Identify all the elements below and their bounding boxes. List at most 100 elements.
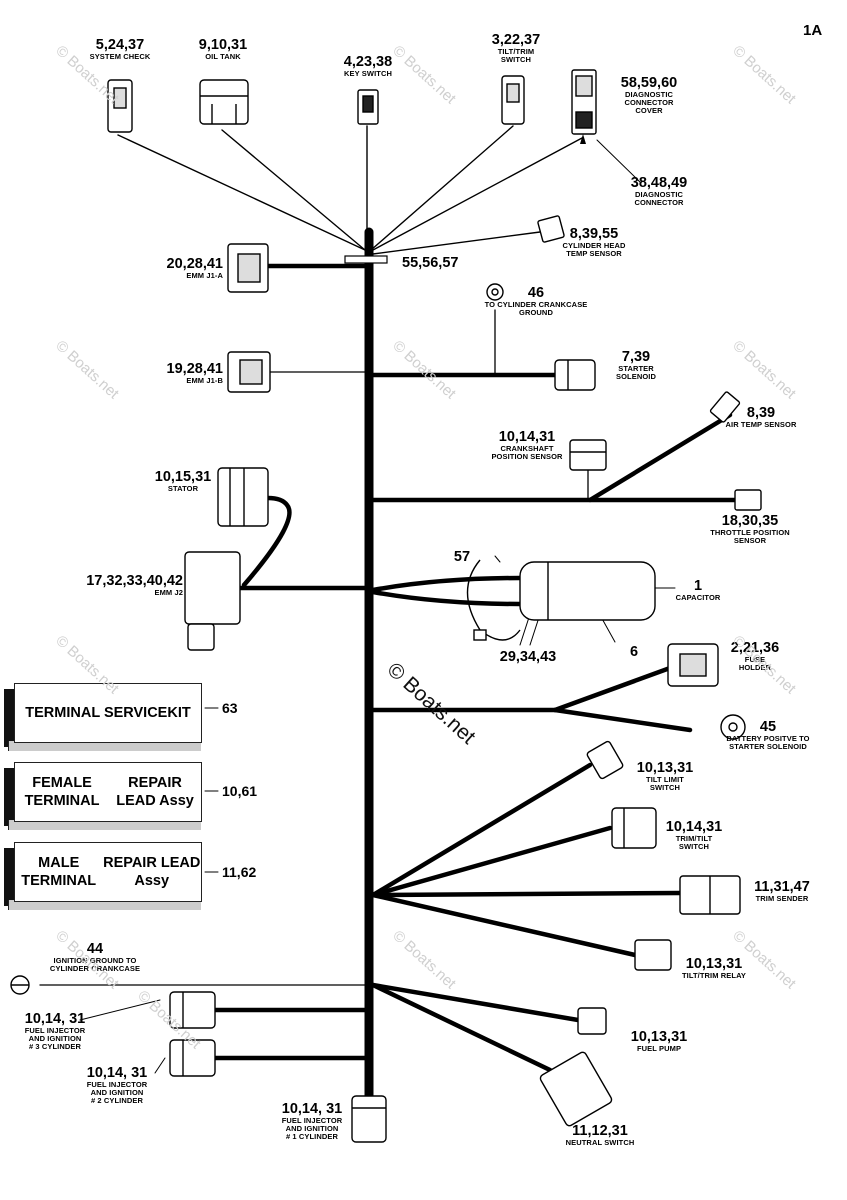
callout-ref-numbers: 58,59,60: [620, 75, 678, 91]
callout-description: TILT/TRIM: [497, 47, 535, 57]
callout-description: SENSOR: [733, 536, 767, 546]
callout-description: HOLDER: [738, 663, 772, 673]
callout-ref-numbers: 10,13,31: [685, 956, 743, 972]
callout-ref-numbers: 17,32,33,40,42: [86, 573, 183, 589]
harness-clamp: [344, 255, 388, 264]
callout-description: NEUTRAL SWITCH: [565, 1138, 635, 1148]
callout-ref-numbers: 10,13,31: [630, 1029, 688, 1045]
callout-ref-numbers: 2,21,36: [730, 640, 780, 656]
kit-female-terminal-ref: 10,61: [222, 783, 258, 799]
callout-description: OIL TANK: [205, 52, 241, 62]
callout-ref-numbers: 9,10,31: [198, 37, 248, 53]
callout-clamp: 55,56,57: [402, 255, 458, 271]
callout-description: EMM J2: [154, 588, 183, 598]
callout-ref-numbers: 10,14, 31: [86, 1065, 148, 1081]
callout-description: DIAGNOSTIC: [624, 90, 674, 100]
callout-ref-numbers: 1: [693, 578, 703, 594]
callout-ref-numbers: 10,14,31: [665, 819, 723, 835]
callout-description: AND IGNITION: [285, 1124, 339, 1134]
callout-ref-numbers: 57: [453, 549, 471, 565]
callout-description: KEY SWITCH: [344, 69, 392, 79]
callout-description: TEMP SENSOR: [566, 249, 622, 259]
callout-strap: 57: [453, 549, 471, 565]
callout-description: AIR TEMP SENSOR: [725, 420, 797, 430]
callout-description: GROUND: [519, 308, 553, 318]
callout-description: EMM J1-A: [186, 271, 223, 281]
callout-ref-numbers: 11,31,47: [754, 879, 810, 895]
callout-description: TILT LIMIT: [646, 775, 684, 785]
callout-ref-numbers: 4,23,38: [343, 54, 393, 70]
callout-description: AND IGNITION: [90, 1088, 144, 1098]
callout-description: TRIM/TILT: [675, 834, 713, 844]
kit-male-terminal-ref: 11,62: [222, 864, 257, 880]
callout-description: CYLINDER CRANKCASE: [49, 964, 141, 974]
callout-ref-numbers: 11,12,31: [572, 1123, 628, 1139]
callout-description: POSITION SENSOR: [491, 452, 563, 462]
callout-ref-numbers: 18,30,35: [721, 513, 779, 529]
callout-ref-numbers: 5,24,37: [95, 37, 145, 53]
callout-ref-numbers: 10,14, 31: [281, 1101, 343, 1117]
callout-ref-numbers: 46: [527, 285, 545, 301]
callout-description: AND IGNITION: [28, 1034, 82, 1044]
callout-description: IGNITION GROUND TO: [53, 956, 137, 966]
callout-ref-numbers: 38,48,49: [630, 175, 688, 191]
callout-description: CONNECTOR: [634, 198, 684, 208]
callout-description: SYSTEM CHECK: [89, 52, 151, 62]
callout-description: # 3 CYLINDER: [28, 1041, 82, 1051]
thick-branch-wires: [212, 263, 738, 1073]
callout-description: TO CYLINDER CRANKCASE: [484, 300, 588, 310]
callout-ref-numbers: 8,39: [746, 405, 776, 421]
callout-description: TILT/TRIM RELAY: [682, 971, 746, 981]
callout-description: THROTTLE POSITION: [710, 528, 790, 538]
callout-description: # 1 CYLINDER: [285, 1131, 339, 1141]
thin-branch-wires: [39, 309, 589, 986]
callout-ref-numbers: 45: [759, 719, 777, 735]
callout-description: STATOR: [167, 484, 199, 494]
kit-terminal-service-ref: 63: [222, 700, 238, 716]
callout-ref-numbers: 20,28,41: [166, 256, 223, 272]
callout-description: COVER: [635, 105, 663, 115]
callout-description: CRANKSHAFT: [500, 444, 554, 454]
diagnostic-connector-leader: [596, 139, 641, 183]
callout-description: FUEL INJECTOR: [86, 1080, 148, 1090]
callout-description: DIAGNOSTIC: [634, 190, 684, 200]
callout-description: TRIM SENDER: [755, 894, 809, 904]
callout-capacitor-hardware: 29,34,43: [500, 649, 556, 665]
callout-ref-numbers: 7,39: [621, 349, 651, 365]
callout-description: FUSE: [744, 655, 766, 665]
callout-ref-numbers: 8,39,55: [569, 226, 619, 242]
callout-description: CONNECTOR: [624, 98, 674, 108]
callout-ref-numbers: 10,14,31: [498, 429, 556, 445]
callout-description: EMM J1-B: [186, 376, 223, 386]
page-tag: 1A: [803, 22, 823, 39]
